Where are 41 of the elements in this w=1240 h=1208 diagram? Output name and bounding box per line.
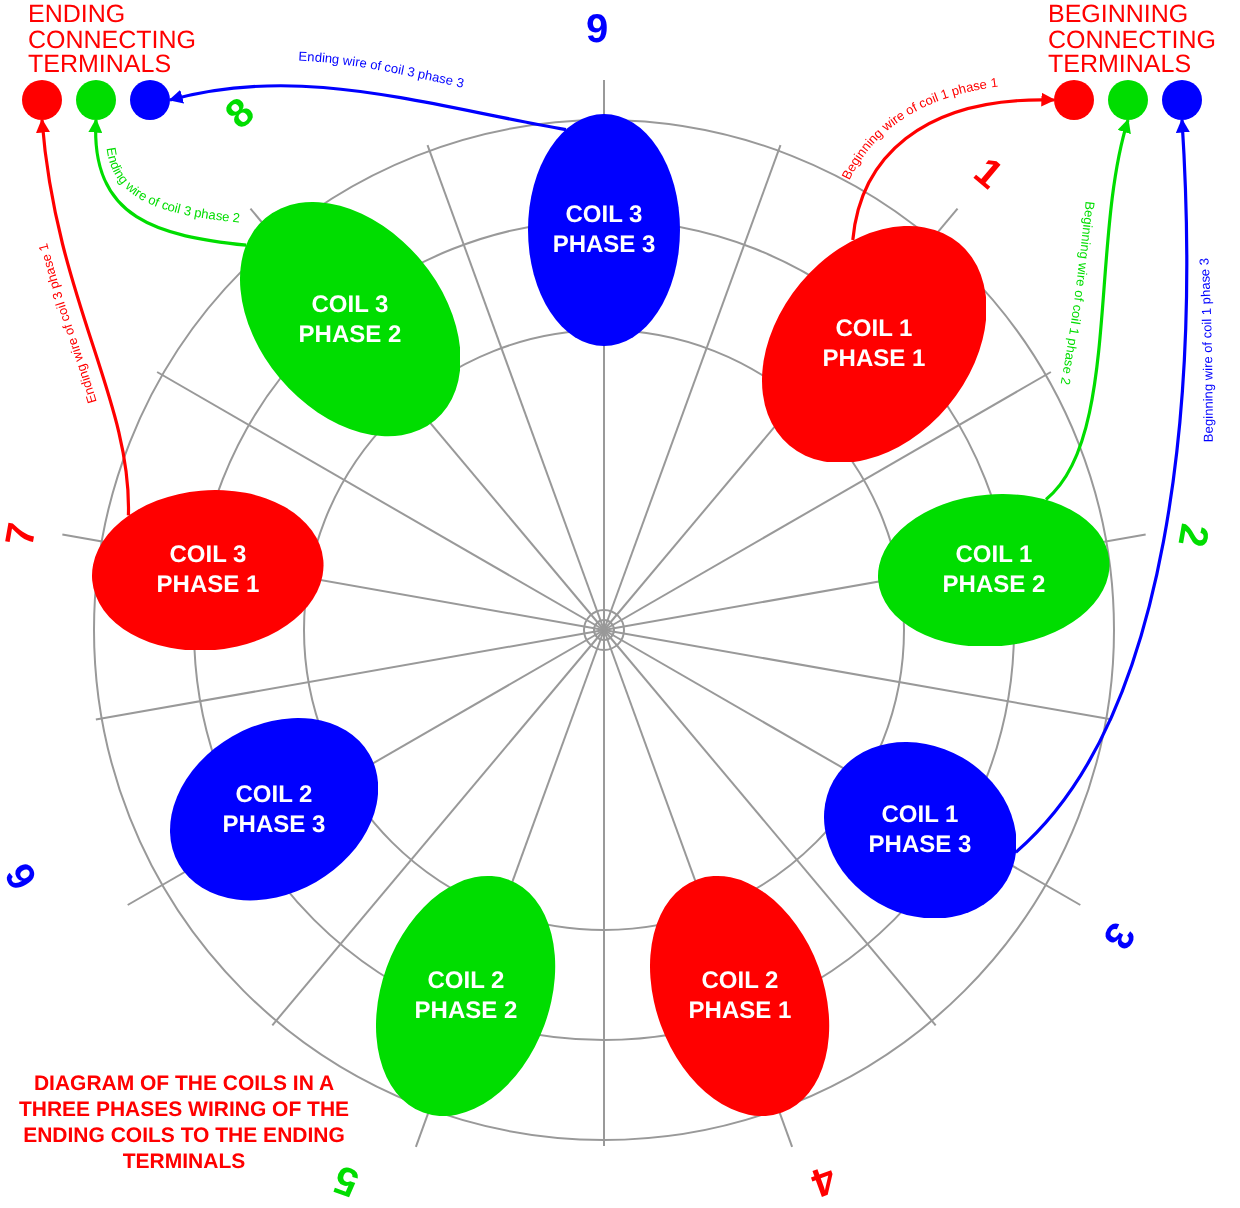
coil-ellipse <box>823 741 1017 919</box>
coil-ellipse <box>878 493 1110 647</box>
spoke-number: 5 <box>328 1153 366 1205</box>
spoke-number: 2 <box>1166 520 1216 550</box>
coil-ellipse <box>650 875 830 1116</box>
coil-label: COIL 1 PHASE 2 <box>940 539 1048 600</box>
coil-label: COIL 2 PHASE 1 <box>686 965 794 1026</box>
coil-label: COIL 2 PHASE 3 <box>220 779 328 840</box>
coil-ellipse <box>376 875 556 1116</box>
coil-label: COIL 2 PHASE 2 <box>412 965 520 1026</box>
spoke-number: 7 <box>0 520 48 550</box>
wire-arrow <box>168 84 567 132</box>
terminal-circle <box>1162 80 1202 120</box>
spoke-number: 3 <box>1091 913 1143 957</box>
terminal-circle <box>1108 80 1148 120</box>
wire-arrow <box>851 93 1056 241</box>
coil-label: COIL 3 PHASE 2 <box>296 289 404 350</box>
terminal-circle <box>130 80 170 120</box>
terminal-circle <box>1054 80 1094 120</box>
coil-ellipse <box>92 489 324 651</box>
wire-arrow <box>1044 118 1132 501</box>
coil-label: COIL 3 PHASE 3 <box>550 200 658 260</box>
spoke-number: 1 <box>963 150 1011 200</box>
heading-label: ENDING CONNECTING TERMINALS <box>28 2 199 77</box>
wire-arrow <box>36 118 130 516</box>
terminal-circle <box>76 80 116 120</box>
spoke-number: 6 <box>0 853 49 897</box>
coil-label: COIL 3 PHASE 1 <box>154 539 262 600</box>
coil-ellipse <box>528 114 680 346</box>
coil-ellipse <box>169 718 379 902</box>
coil-label: COIL 1 PHASE 3 <box>866 799 974 860</box>
spoke-number: 8 <box>217 90 265 140</box>
coil-label: COIL 1 PHASE 1 <box>820 313 928 374</box>
wire-arrow <box>89 118 247 247</box>
coil-ellipse <box>239 202 461 438</box>
spoke-number: 4 <box>804 1153 842 1205</box>
wire-arrow <box>1014 118 1190 854</box>
spoke-number: 9 <box>586 8 609 54</box>
terminal-circle <box>22 80 62 120</box>
heading-label: BEGINNING CONNECTING TERMINALS <box>1048 2 1219 77</box>
coil-ellipse <box>761 225 987 463</box>
